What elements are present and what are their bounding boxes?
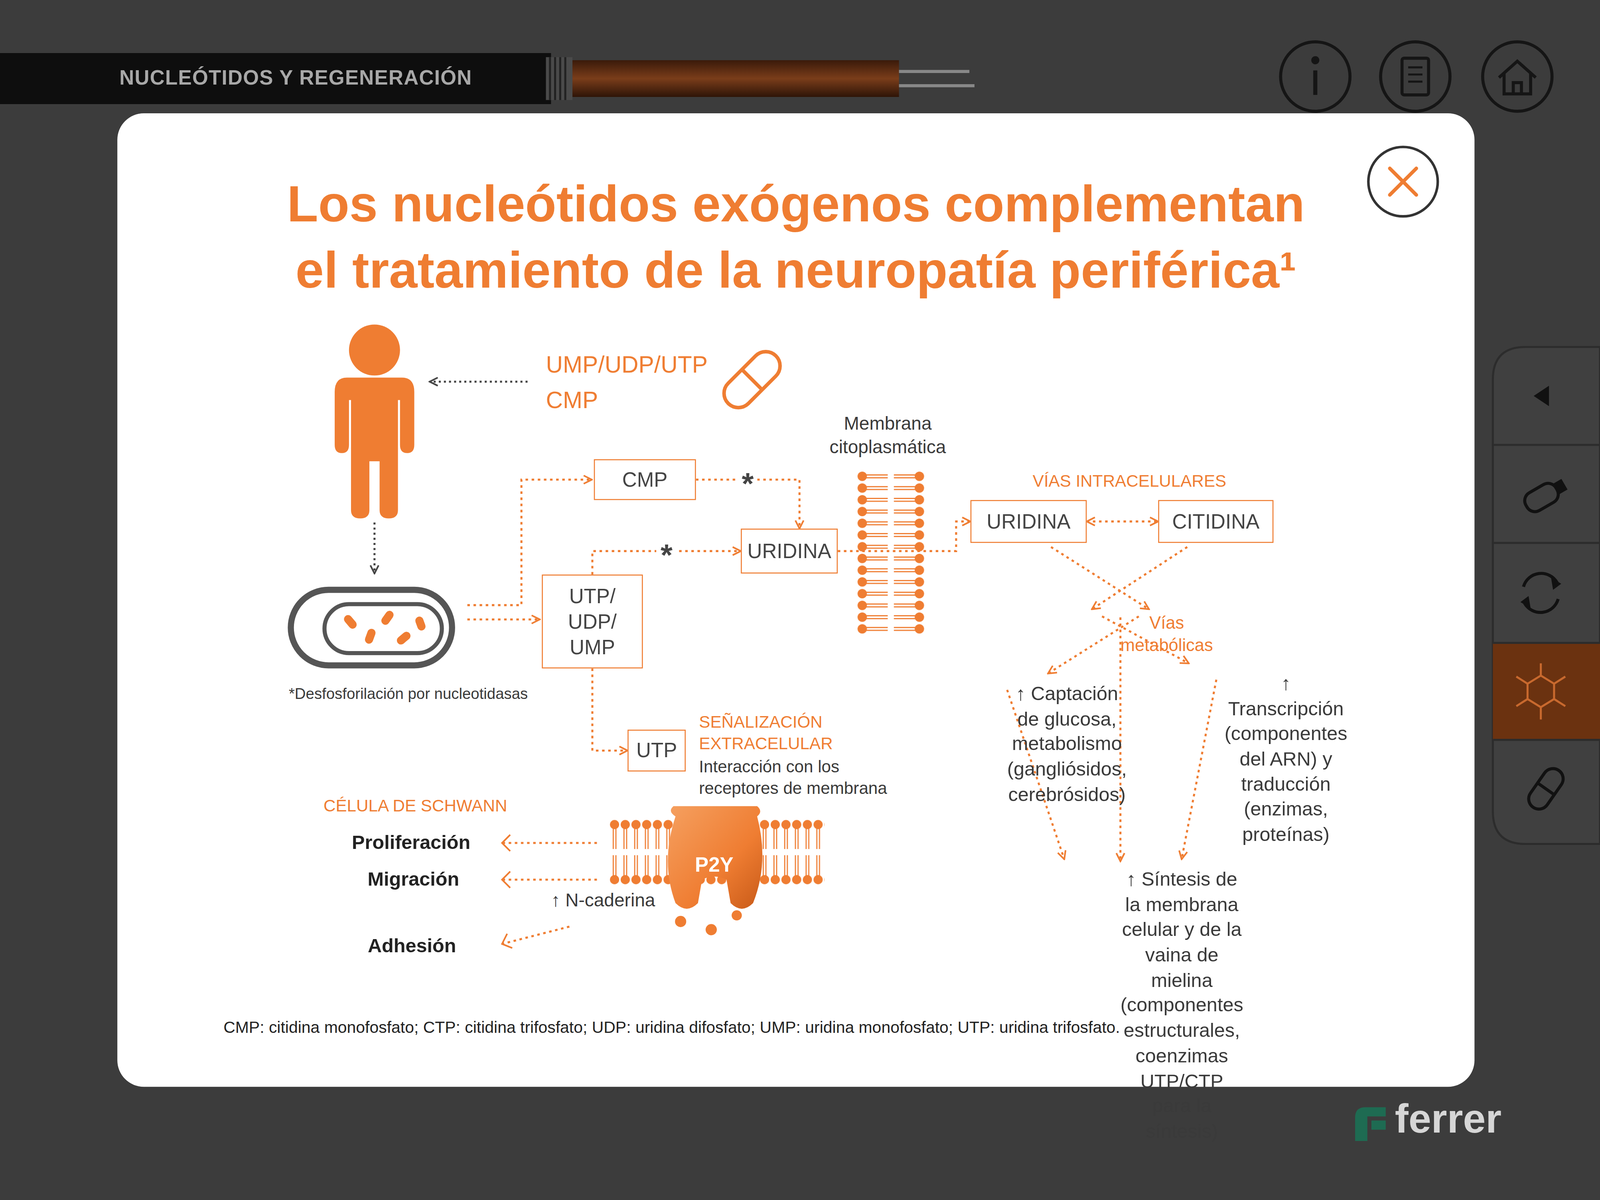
cable-ring [546, 57, 573, 100]
ligand-dot [674, 915, 687, 928]
node-text: UTP [636, 737, 677, 764]
icon-circle [1380, 41, 1451, 112]
cycle-heads [1520, 577, 1561, 609]
home-icon [1499, 61, 1536, 94]
node-text: ↑ Captación de glucosa, metabolismo (gan… [1007, 681, 1127, 808]
ring-lines [550, 57, 566, 100]
edge-label: * [737, 468, 758, 500]
receptor-name: P2Y [694, 850, 734, 878]
back-icon [1533, 385, 1549, 407]
effect-heads [502, 834, 513, 948]
intake-arrow [429, 380, 528, 383]
cable-graphic [0, 53, 975, 105]
side-panel [1492, 347, 1600, 845]
top-icons [1280, 41, 1552, 112]
pill-icon [1524, 764, 1567, 814]
info-icon [1313, 70, 1318, 95]
connector [1091, 546, 1188, 610]
process-box: CMP [593, 459, 697, 500]
node-text: URIDINA [747, 538, 831, 564]
region-label: CÉLULA DE SCHWANN [323, 795, 508, 817]
panel [1492, 347, 1600, 845]
section-title: NUCLEÓTIDOS Y REGENERACIÓN [119, 64, 472, 91]
region-label: VÍAS INTRACELULARES [1032, 470, 1227, 493]
connector [837, 521, 971, 551]
connector [1086, 520, 1159, 523]
effect-label: Migración [367, 867, 460, 893]
card [117, 113, 1475, 1087]
process-box: URIDINA [740, 528, 838, 574]
node-text: ↑ Síntesis de la membrana celular y de l… [1120, 867, 1244, 1145]
ferrer-logo-mark [1355, 1106, 1386, 1141]
pill [718, 345, 786, 414]
book-lines [1408, 67, 1423, 82]
region-label: SEÑALIZACIÓN EXTRACELULAR [698, 711, 853, 756]
ligand-dot [705, 923, 717, 936]
connector [592, 668, 628, 751]
wires [899, 71, 975, 86]
effect-label: Proliferación [351, 830, 471, 856]
node-text: CMP [622, 466, 668, 493]
process-box: CITIDINA [1158, 499, 1274, 543]
membrane-label: Membrana citoplasmática [811, 412, 965, 460]
brand-logo: ferrer [1394, 1097, 1502, 1139]
title: Los nucleótidos exógenos complementan el… [209, 171, 1383, 305]
intestine [290, 589, 452, 666]
note: Interacción con los receptores de membra… [698, 756, 908, 801]
icon-circle [1280, 41, 1350, 112]
molecule-icon [1516, 663, 1566, 720]
connector [1051, 546, 1150, 610]
icon-circle [1482, 41, 1553, 112]
person-figure [334, 324, 415, 519]
node-text: CITIDINA [1171, 508, 1260, 535]
process-box: UTP [627, 729, 686, 772]
cell-membrane [855, 470, 927, 635]
footnote: CMP: citidina monofosfato; CTP: citidina… [223, 1018, 1120, 1037]
ligand-dot [731, 910, 742, 921]
cable-icon [1521, 475, 1570, 515]
book-icon [1402, 58, 1429, 95]
absorb-arrow [467, 618, 541, 621]
footnote-mark: *Desfosforilación por nucleotidasas [288, 683, 528, 704]
separators [1492, 444, 1600, 740]
process-box: URIDINA [970, 499, 1088, 543]
digest-arrow [373, 522, 376, 574]
node-text: ↑ Transcripción (componentes del ARN) y … [1224, 671, 1348, 848]
p2y-receptor [667, 806, 763, 909]
node-text: Vías metabólicas [1120, 612, 1214, 658]
active-tab [1492, 643, 1600, 740]
edge-label: * [656, 539, 677, 571]
supplement-label: UMP/UDP/UTP CMP [546, 347, 718, 419]
node-text: URIDINA [986, 508, 1071, 535]
close-button [1368, 146, 1438, 217]
effect-label: ↑ N-caderina [550, 888, 655, 913]
info-dot [1312, 57, 1318, 64]
effect-label: Adhesión [367, 933, 456, 959]
cable [0, 53, 551, 105]
node-text: UTP/ UDP/ UMP [562, 583, 622, 660]
process-box: UTP/ UDP/ UMP [541, 574, 643, 669]
connector [1181, 679, 1217, 860]
copper [572, 60, 900, 97]
